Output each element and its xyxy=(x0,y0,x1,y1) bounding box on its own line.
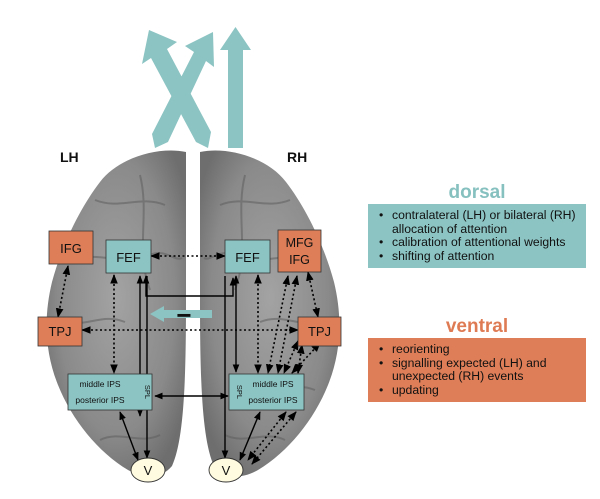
ventral-item: updating xyxy=(374,383,580,398)
ventral-title: ventral xyxy=(445,316,509,337)
svg-text:TPJ: TPJ xyxy=(308,324,331,339)
ventral-panel: ventral reorienting signalling expected … xyxy=(368,316,586,402)
dorsal-item: contralateral (LH) or bilateral (RH) all… xyxy=(374,208,580,236)
dorsal-panel: dorsal contralateral (LH) or bilateral (… xyxy=(368,182,586,268)
svg-text:V: V xyxy=(222,463,231,478)
inhibition-symbol: − xyxy=(176,300,191,330)
dorsal-item: shifting of attention xyxy=(374,249,580,264)
region-ips-left: middle IPS posterior IPS SPL xyxy=(67,373,153,411)
svg-text:IFG: IFG xyxy=(60,241,82,256)
right-hemisphere xyxy=(200,150,340,477)
region-fef-right: FEF xyxy=(224,239,271,274)
svg-text:MFG: MFG xyxy=(286,236,314,250)
svg-text:FEF: FEF xyxy=(235,250,260,265)
ventral-list: reorienting signalling expected (LH) and… xyxy=(368,338,586,402)
dorsal-title: dorsal xyxy=(448,182,506,203)
region-ips-right: middle IPS posterior IPS SPL xyxy=(228,373,305,411)
svg-text:TPJ: TPJ xyxy=(48,324,71,339)
inhibition-arrow: − xyxy=(150,300,212,330)
svg-text:SPL: SPL xyxy=(235,385,244,399)
dorsal-output-arrows xyxy=(142,27,251,148)
region-v-right: V xyxy=(208,457,244,483)
region-v-left: V xyxy=(130,457,166,483)
svg-text:posterior IPS: posterior IPS xyxy=(75,395,124,405)
region-tpj-right: TPJ xyxy=(297,316,342,347)
dorsal-item: calibration of attentional weights xyxy=(374,235,580,250)
left-hemisphere-label: LH xyxy=(60,149,79,165)
svg-text:FEF: FEF xyxy=(116,250,141,265)
svg-text:IFG: IFG xyxy=(289,253,310,267)
svg-text:middle IPS: middle IPS xyxy=(252,379,293,389)
svg-text:V: V xyxy=(144,463,153,478)
right-hemisphere-label: RH xyxy=(287,149,307,165)
svg-text:middle IPS: middle IPS xyxy=(79,379,120,389)
region-mfg-ifg-right: MFG IFG xyxy=(277,229,322,273)
region-fef-left: FEF xyxy=(105,239,152,274)
region-ifg-left: IFG xyxy=(48,230,94,265)
ventral-item: signalling expected (LH) and unexpected … xyxy=(374,356,580,384)
svg-text:SPL: SPL xyxy=(143,385,152,399)
ventral-item: reorienting xyxy=(374,342,580,357)
svg-text:posterior IPS: posterior IPS xyxy=(248,395,297,405)
region-tpj-left: TPJ xyxy=(37,316,83,347)
dorsal-list: contralateral (LH) or bilateral (RH) all… xyxy=(368,204,586,268)
connections xyxy=(55,252,321,465)
